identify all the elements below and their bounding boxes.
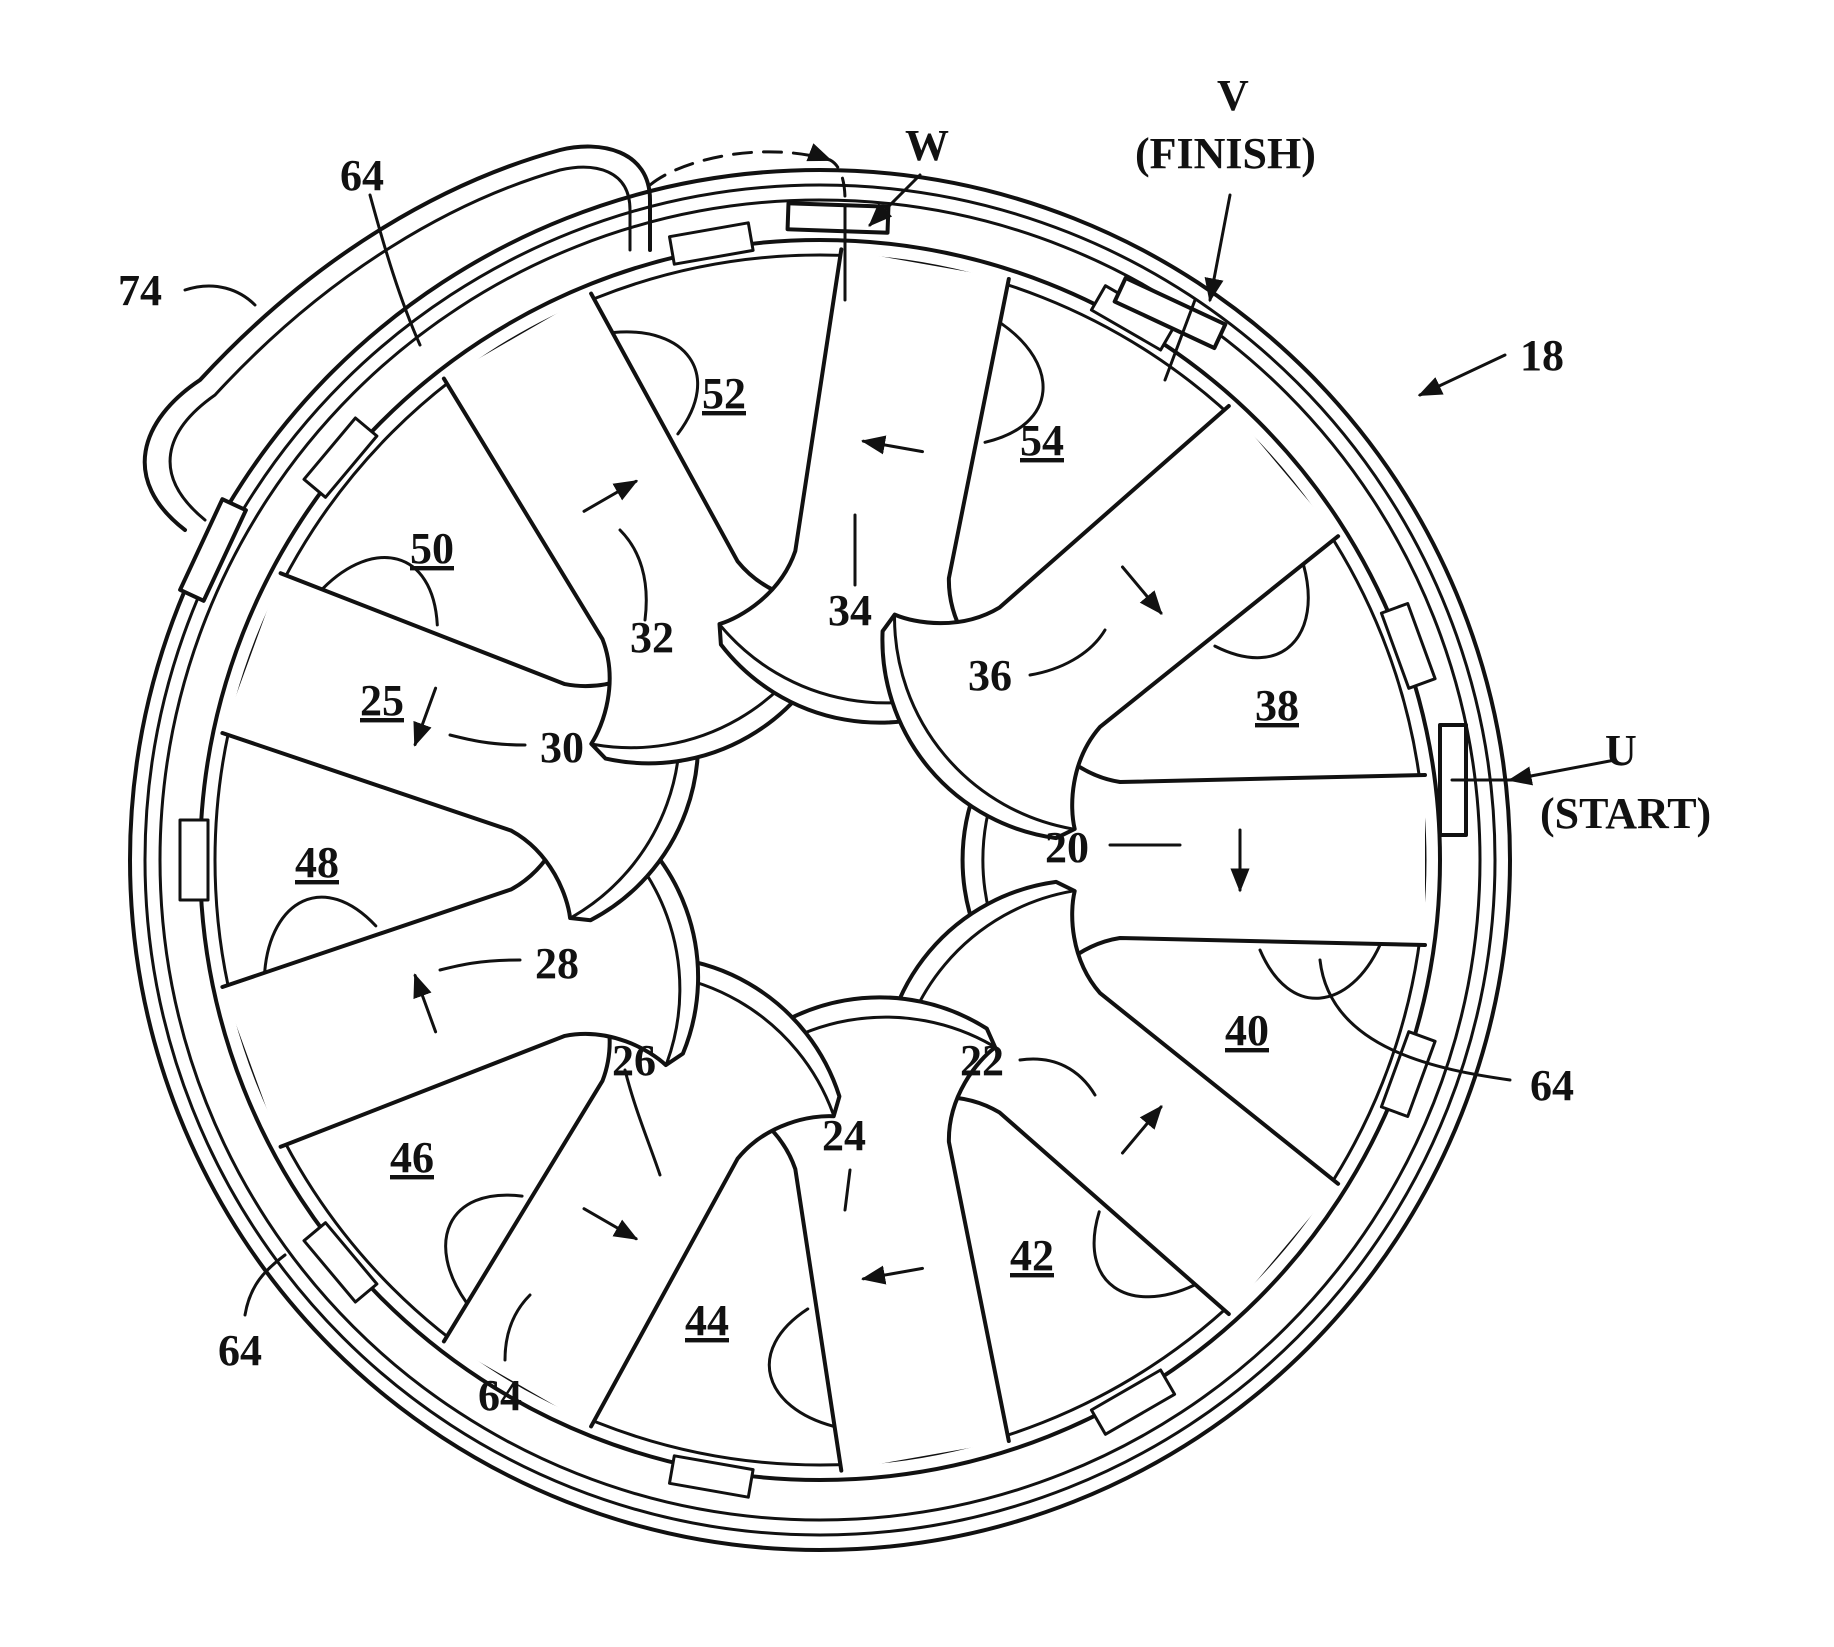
label-terminal-v-note: (FINISH) bbox=[1135, 129, 1316, 178]
label-terminal-w: W bbox=[905, 121, 949, 170]
label-slot-48: 48 bbox=[295, 838, 339, 887]
label-pole-24: 24 bbox=[822, 1111, 866, 1160]
winding-direction-arrows bbox=[413, 435, 1250, 1285]
stator-teeth-group bbox=[220, 247, 1427, 1473]
insulator-tab bbox=[302, 1221, 379, 1304]
pole-34-direction-arrow bbox=[861, 435, 924, 455]
label-pole-22: 22 bbox=[960, 1036, 1004, 1085]
pole-32-winding-end bbox=[612, 330, 699, 436]
pole-22-direction-arrow bbox=[1121, 1105, 1163, 1155]
terminal-left bbox=[178, 497, 248, 603]
label-insulator-64-top: 64 bbox=[340, 151, 384, 200]
insulator-tab bbox=[668, 1454, 755, 1499]
pole-30-direction-arrow bbox=[413, 686, 438, 747]
label-slot-54: 54 bbox=[1020, 416, 1064, 465]
pole-22-winding-end bbox=[1092, 1210, 1196, 1299]
label-jumper-74: 74 bbox=[118, 266, 162, 315]
label-slot-38: 38 bbox=[1255, 681, 1299, 730]
insulator-tab bbox=[302, 416, 379, 499]
insulator-tab bbox=[1089, 1368, 1177, 1436]
pole-34-winding-end bbox=[983, 321, 1045, 444]
label-terminal-u: U bbox=[1605, 726, 1637, 775]
pole-30-winding-end bbox=[321, 556, 439, 627]
jumper-crossover-dashed bbox=[648, 143, 847, 202]
jumper-wire-74-inner bbox=[168, 165, 632, 522]
label-pole-26: 26 bbox=[612, 1036, 656, 1085]
terminal-v bbox=[1112, 275, 1228, 382]
insulator-tab bbox=[1379, 1030, 1437, 1118]
pole-26-winding-end bbox=[444, 1193, 524, 1304]
label-terminal-u-note: (START) bbox=[1540, 789, 1711, 838]
insulator-tab bbox=[178, 818, 210, 902]
pole-32-direction-arrow bbox=[582, 479, 639, 513]
insulator-tab bbox=[1379, 602, 1437, 690]
pole-24-direction-arrow bbox=[861, 1265, 924, 1285]
label-insulator-64-right: 64 bbox=[1530, 1061, 1574, 1110]
stator-outer-ring bbox=[128, 168, 1512, 1552]
pole-36-winding-end bbox=[1213, 563, 1310, 660]
insulator-tab bbox=[668, 221, 755, 266]
jumper-wire-74 bbox=[142, 144, 652, 532]
label-terminal-v: V bbox=[1217, 71, 1249, 120]
label-slot-50: 50 bbox=[410, 524, 454, 573]
pole-36-tooth bbox=[880, 404, 1341, 841]
label-slot-44: 44 bbox=[685, 1296, 729, 1345]
label-slot-46: 46 bbox=[390, 1133, 434, 1182]
terminal-w bbox=[785, 201, 891, 302]
pole-26-direction-arrow bbox=[582, 1207, 639, 1241]
label-pole-32: 32 bbox=[630, 613, 674, 662]
pole-28-direction-arrow bbox=[413, 973, 438, 1034]
label-pole-36: 36 bbox=[968, 651, 1012, 700]
label-slot-52: 52 bbox=[702, 369, 746, 418]
leader-lines bbox=[183, 173, 1617, 1362]
label-slot-42: 42 bbox=[1010, 1231, 1054, 1280]
label-pole-20: 20 bbox=[1045, 823, 1089, 872]
label-pole-34: 34 bbox=[828, 586, 872, 635]
label-insulator-64-bottom-left: 64 bbox=[218, 1326, 262, 1375]
label-pole-28: 28 bbox=[535, 939, 579, 988]
label-pole-25: 25 bbox=[360, 676, 404, 725]
pole-36-shoe-face bbox=[893, 615, 1074, 831]
label-assembly-18: 18 bbox=[1520, 331, 1564, 380]
terminal-u bbox=[1438, 723, 1522, 837]
label-slot-40: 40 bbox=[1225, 1006, 1269, 1055]
insulator-tabs-group bbox=[178, 221, 1437, 1499]
pole-20-winding-end bbox=[1258, 943, 1382, 1000]
label-pole-30: 30 bbox=[540, 723, 584, 772]
pole-28-winding-end bbox=[263, 895, 378, 974]
label-insulator-64-bottom: 64 bbox=[478, 1371, 522, 1420]
pole-24-winding-end bbox=[767, 1307, 835, 1428]
pole-36-direction-arrow bbox=[1121, 565, 1163, 615]
